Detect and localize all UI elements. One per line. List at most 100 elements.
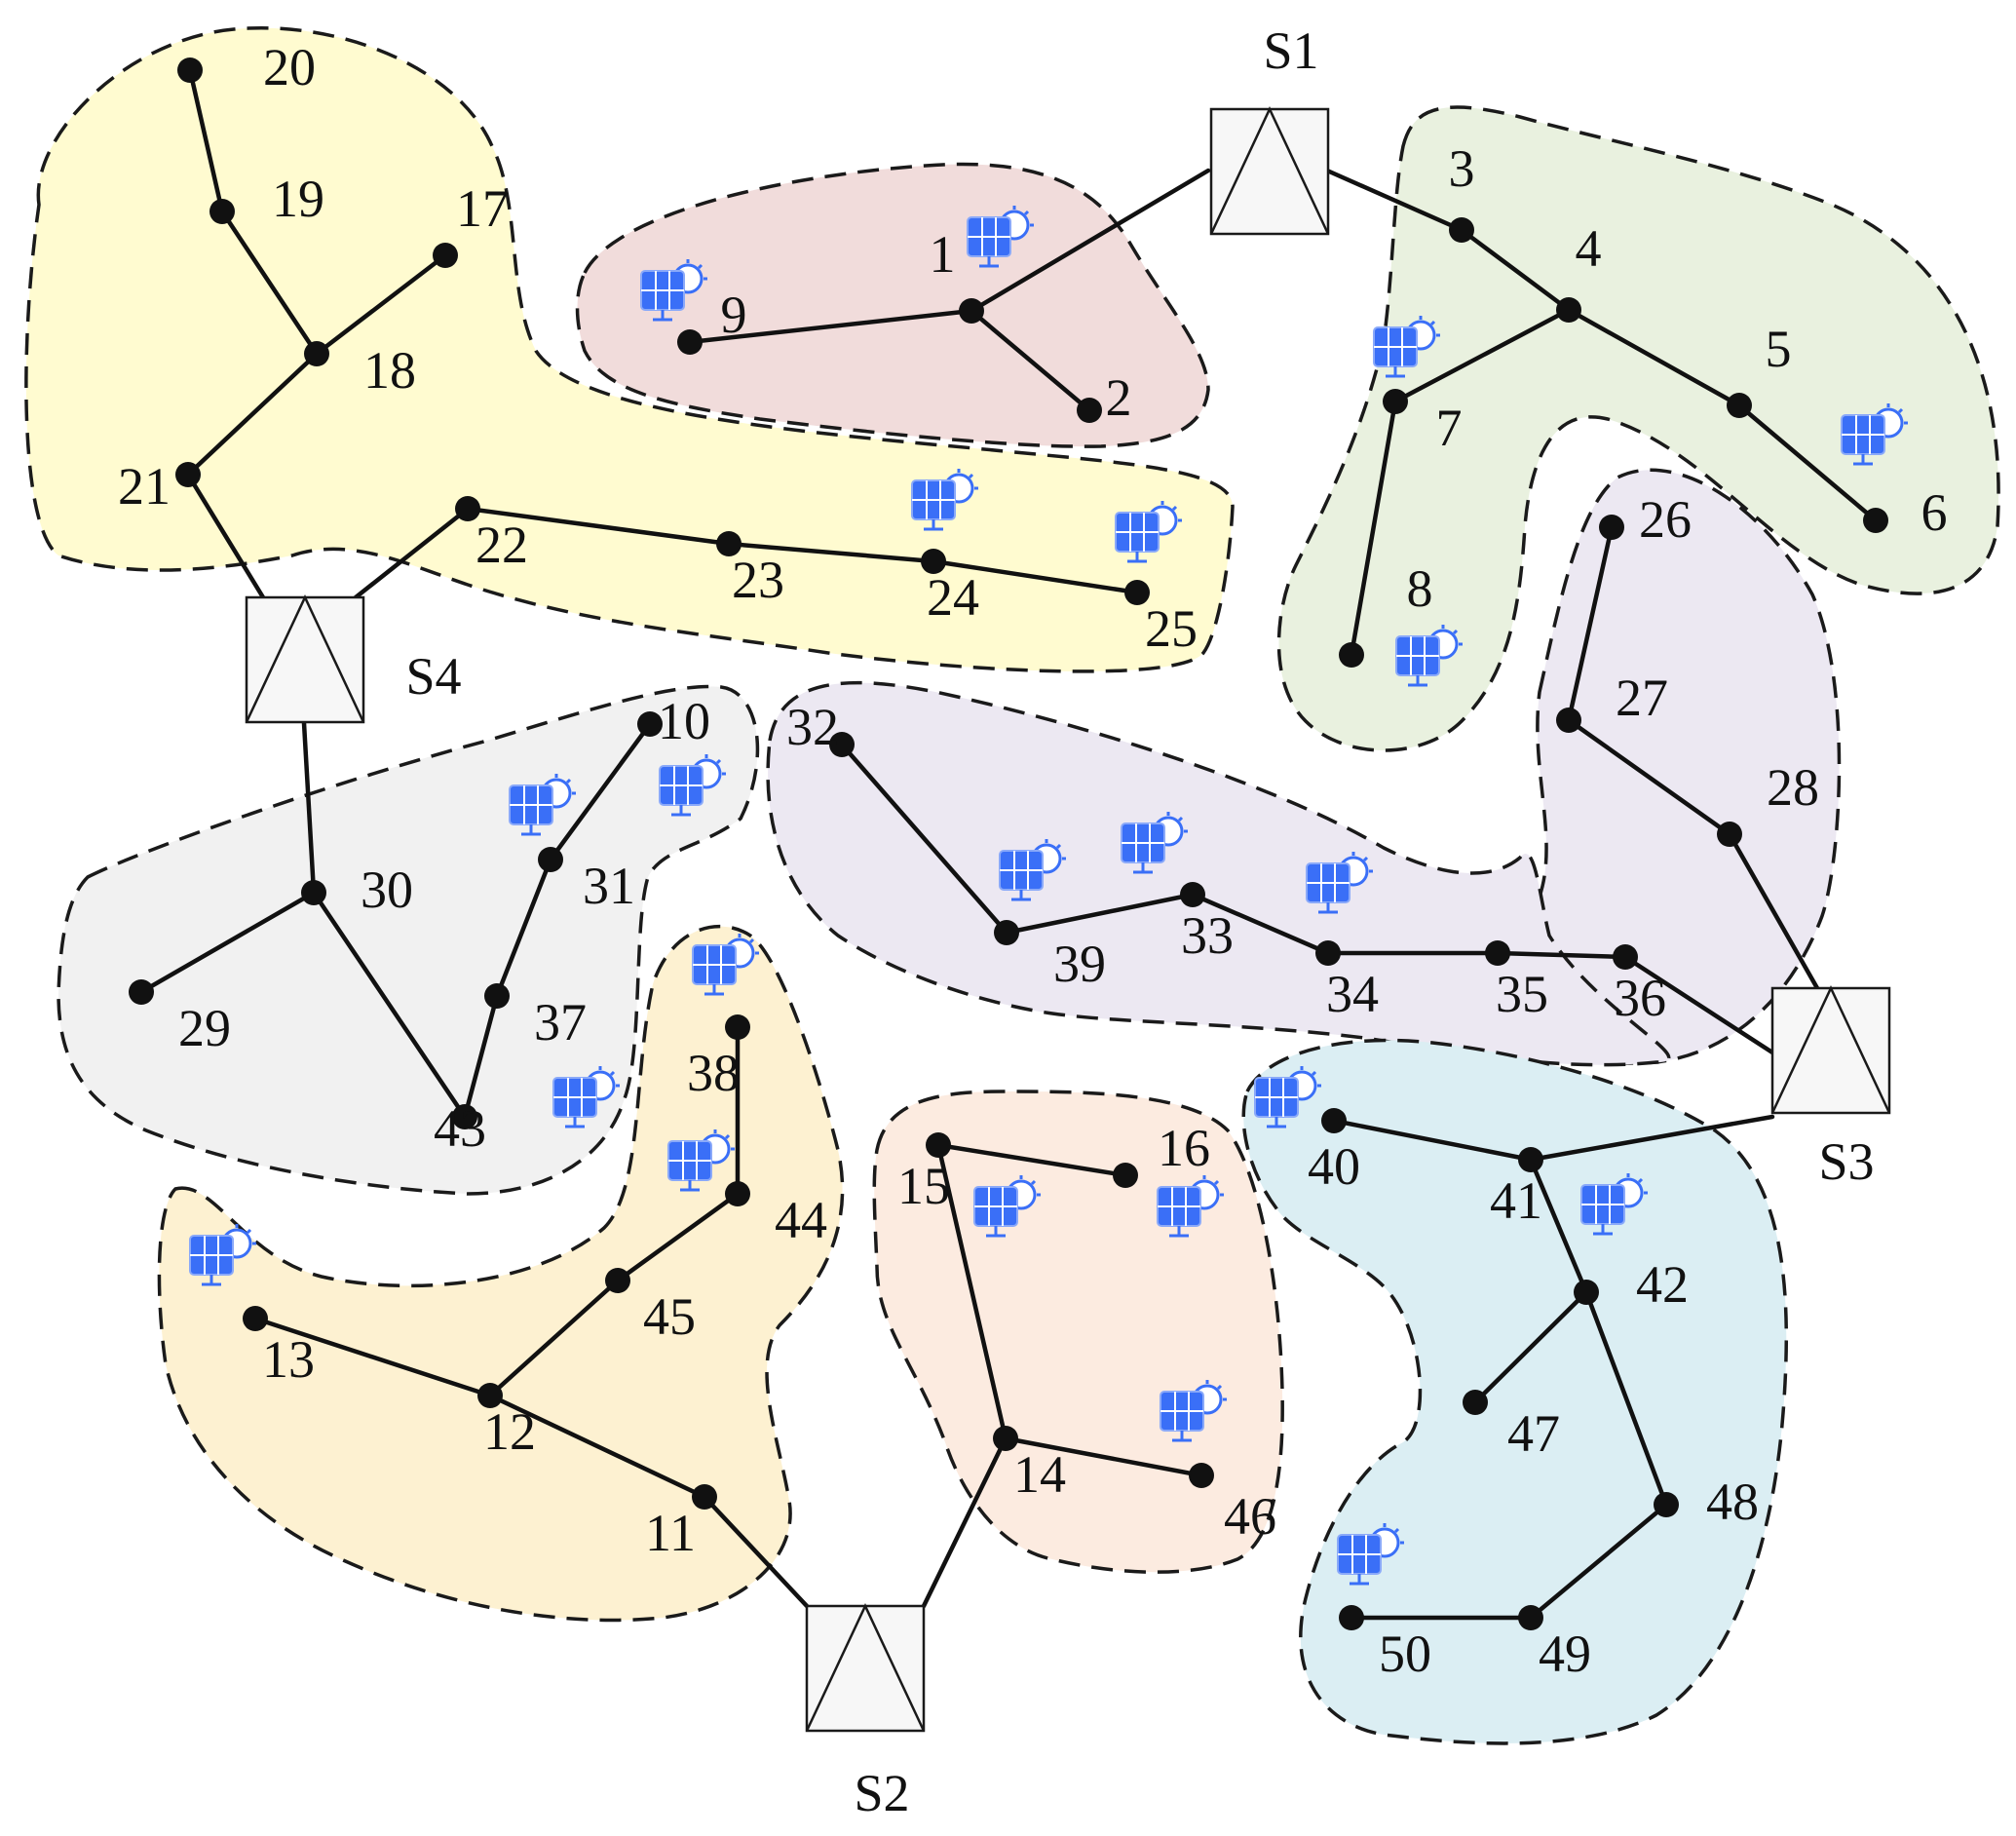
bus-label-47: 47	[1507, 1404, 1560, 1463]
bus-node-1	[959, 298, 984, 324]
bus-node-5	[1727, 393, 1752, 418]
bus-node-32	[829, 732, 855, 757]
bus-label-8: 8	[1407, 559, 1433, 618]
substation-s3: S3	[1770, 985, 1891, 1191]
bus-label-50: 50	[1379, 1625, 1431, 1683]
bus-label-38: 38	[687, 1044, 740, 1102]
bus-node-22	[455, 496, 480, 521]
bus-label-49: 49	[1539, 1625, 1591, 1683]
substation-label: S3	[1818, 1132, 1874, 1191]
bus-node-33	[1180, 882, 1205, 907]
edge-33-39	[1004, 892, 1196, 936]
bus-node-13	[243, 1306, 268, 1331]
bus-node-14	[993, 1426, 1018, 1451]
bus-label-33: 33	[1181, 906, 1234, 965]
edge-22-23	[465, 506, 732, 547]
bus-label-27: 27	[1616, 669, 1668, 727]
bus-node-40	[1321, 1108, 1347, 1133]
bus-label-22: 22	[475, 516, 528, 574]
bus-node-30	[301, 880, 326, 905]
bus-node-24	[921, 549, 946, 574]
bus-node-43	[452, 1104, 477, 1129]
edge-5-6	[1736, 402, 1879, 523]
edge-11-12	[487, 1393, 707, 1500]
edge-24-25	[931, 558, 1140, 595]
edge-S1-1	[969, 168, 1211, 314]
bus-label-44: 44	[775, 1191, 827, 1249]
edge-7-8	[1349, 399, 1398, 658]
bus-label-11: 11	[645, 1504, 696, 1562]
bus-label-3: 3	[1449, 139, 1475, 198]
edge-S1-3	[1324, 168, 1464, 233]
bus-node-46	[1189, 1463, 1214, 1488]
bus-label-25: 25	[1145, 599, 1198, 658]
bus-node-38	[725, 1014, 750, 1040]
bus-node-6	[1863, 508, 1888, 533]
bus-label-14: 14	[1013, 1445, 1066, 1504]
bus-label-5: 5	[1766, 320, 1792, 378]
substation-label: S1	[1263, 21, 1318, 80]
bus-node-36	[1613, 944, 1638, 970]
bus-node-41	[1518, 1147, 1543, 1172]
edge-S3-41	[1528, 1114, 1775, 1163]
bus-label-30: 30	[361, 861, 413, 919]
edge-S4-21	[185, 472, 266, 600]
bus-node-17	[433, 243, 458, 268]
bus-label-23: 23	[732, 551, 784, 609]
edge-42-47	[1472, 1289, 1589, 1405]
substation-label: S4	[405, 647, 461, 706]
bus-label-26: 26	[1639, 490, 1692, 549]
edge-43-37	[462, 993, 500, 1120]
transformer-icon	[1209, 106, 1330, 235]
bus-node-37	[484, 983, 510, 1009]
bus-node-9	[677, 329, 703, 355]
bus-node-29	[129, 979, 154, 1005]
bus-node-7	[1383, 389, 1408, 414]
bus-node-4	[1556, 297, 1581, 323]
bus-node-25	[1124, 580, 1150, 605]
edge-S3-28	[1727, 831, 1820, 991]
edge-18-17	[314, 252, 448, 357]
bus-node-48	[1654, 1492, 1679, 1517]
edge-41-40	[1331, 1118, 1534, 1163]
bus-node-47	[1463, 1390, 1488, 1415]
edge-12-45	[487, 1278, 621, 1398]
bus-node-3	[1449, 217, 1474, 243]
bus-label-6: 6	[1921, 483, 1948, 542]
transformer-icon	[805, 1603, 926, 1732]
bus-node-2	[1077, 398, 1102, 423]
bus-node-8	[1339, 642, 1364, 668]
edge-4-5	[1566, 307, 1742, 408]
bus-node-20	[177, 57, 203, 83]
edge-23-24	[726, 541, 936, 564]
bus-label-13: 13	[262, 1330, 315, 1389]
edge-S4-30	[301, 720, 317, 896]
edge-45-44	[615, 1191, 741, 1283]
edge-S3-36	[1622, 954, 1775, 1055]
transformer-icon	[245, 594, 365, 723]
edge-S2-14	[921, 1435, 1008, 1609]
bus-label-18: 18	[363, 341, 416, 400]
edge-39-32	[839, 742, 1009, 936]
bus-label-19: 19	[272, 170, 324, 228]
bus-node-23	[716, 531, 742, 556]
edge-41-42	[1528, 1157, 1589, 1295]
substation-s4: S4	[245, 594, 462, 724]
edge-30-29	[138, 890, 317, 995]
bus-node-28	[1717, 822, 1742, 847]
bus-node-26	[1599, 515, 1624, 540]
bus-node-15	[926, 1132, 951, 1158]
bus-node-12	[477, 1383, 503, 1408]
edge-21-18	[185, 351, 320, 478]
bus-label-28: 28	[1767, 758, 1819, 817]
bus-node-27	[1556, 708, 1581, 733]
edge-12-13	[252, 1316, 493, 1398]
edge-19-20	[187, 67, 225, 214]
substation-s2: S2	[805, 1603, 926, 1822]
edge-S4-22	[353, 506, 471, 600]
bus-node-21	[175, 462, 201, 487]
region-green	[1276, 105, 2000, 752]
